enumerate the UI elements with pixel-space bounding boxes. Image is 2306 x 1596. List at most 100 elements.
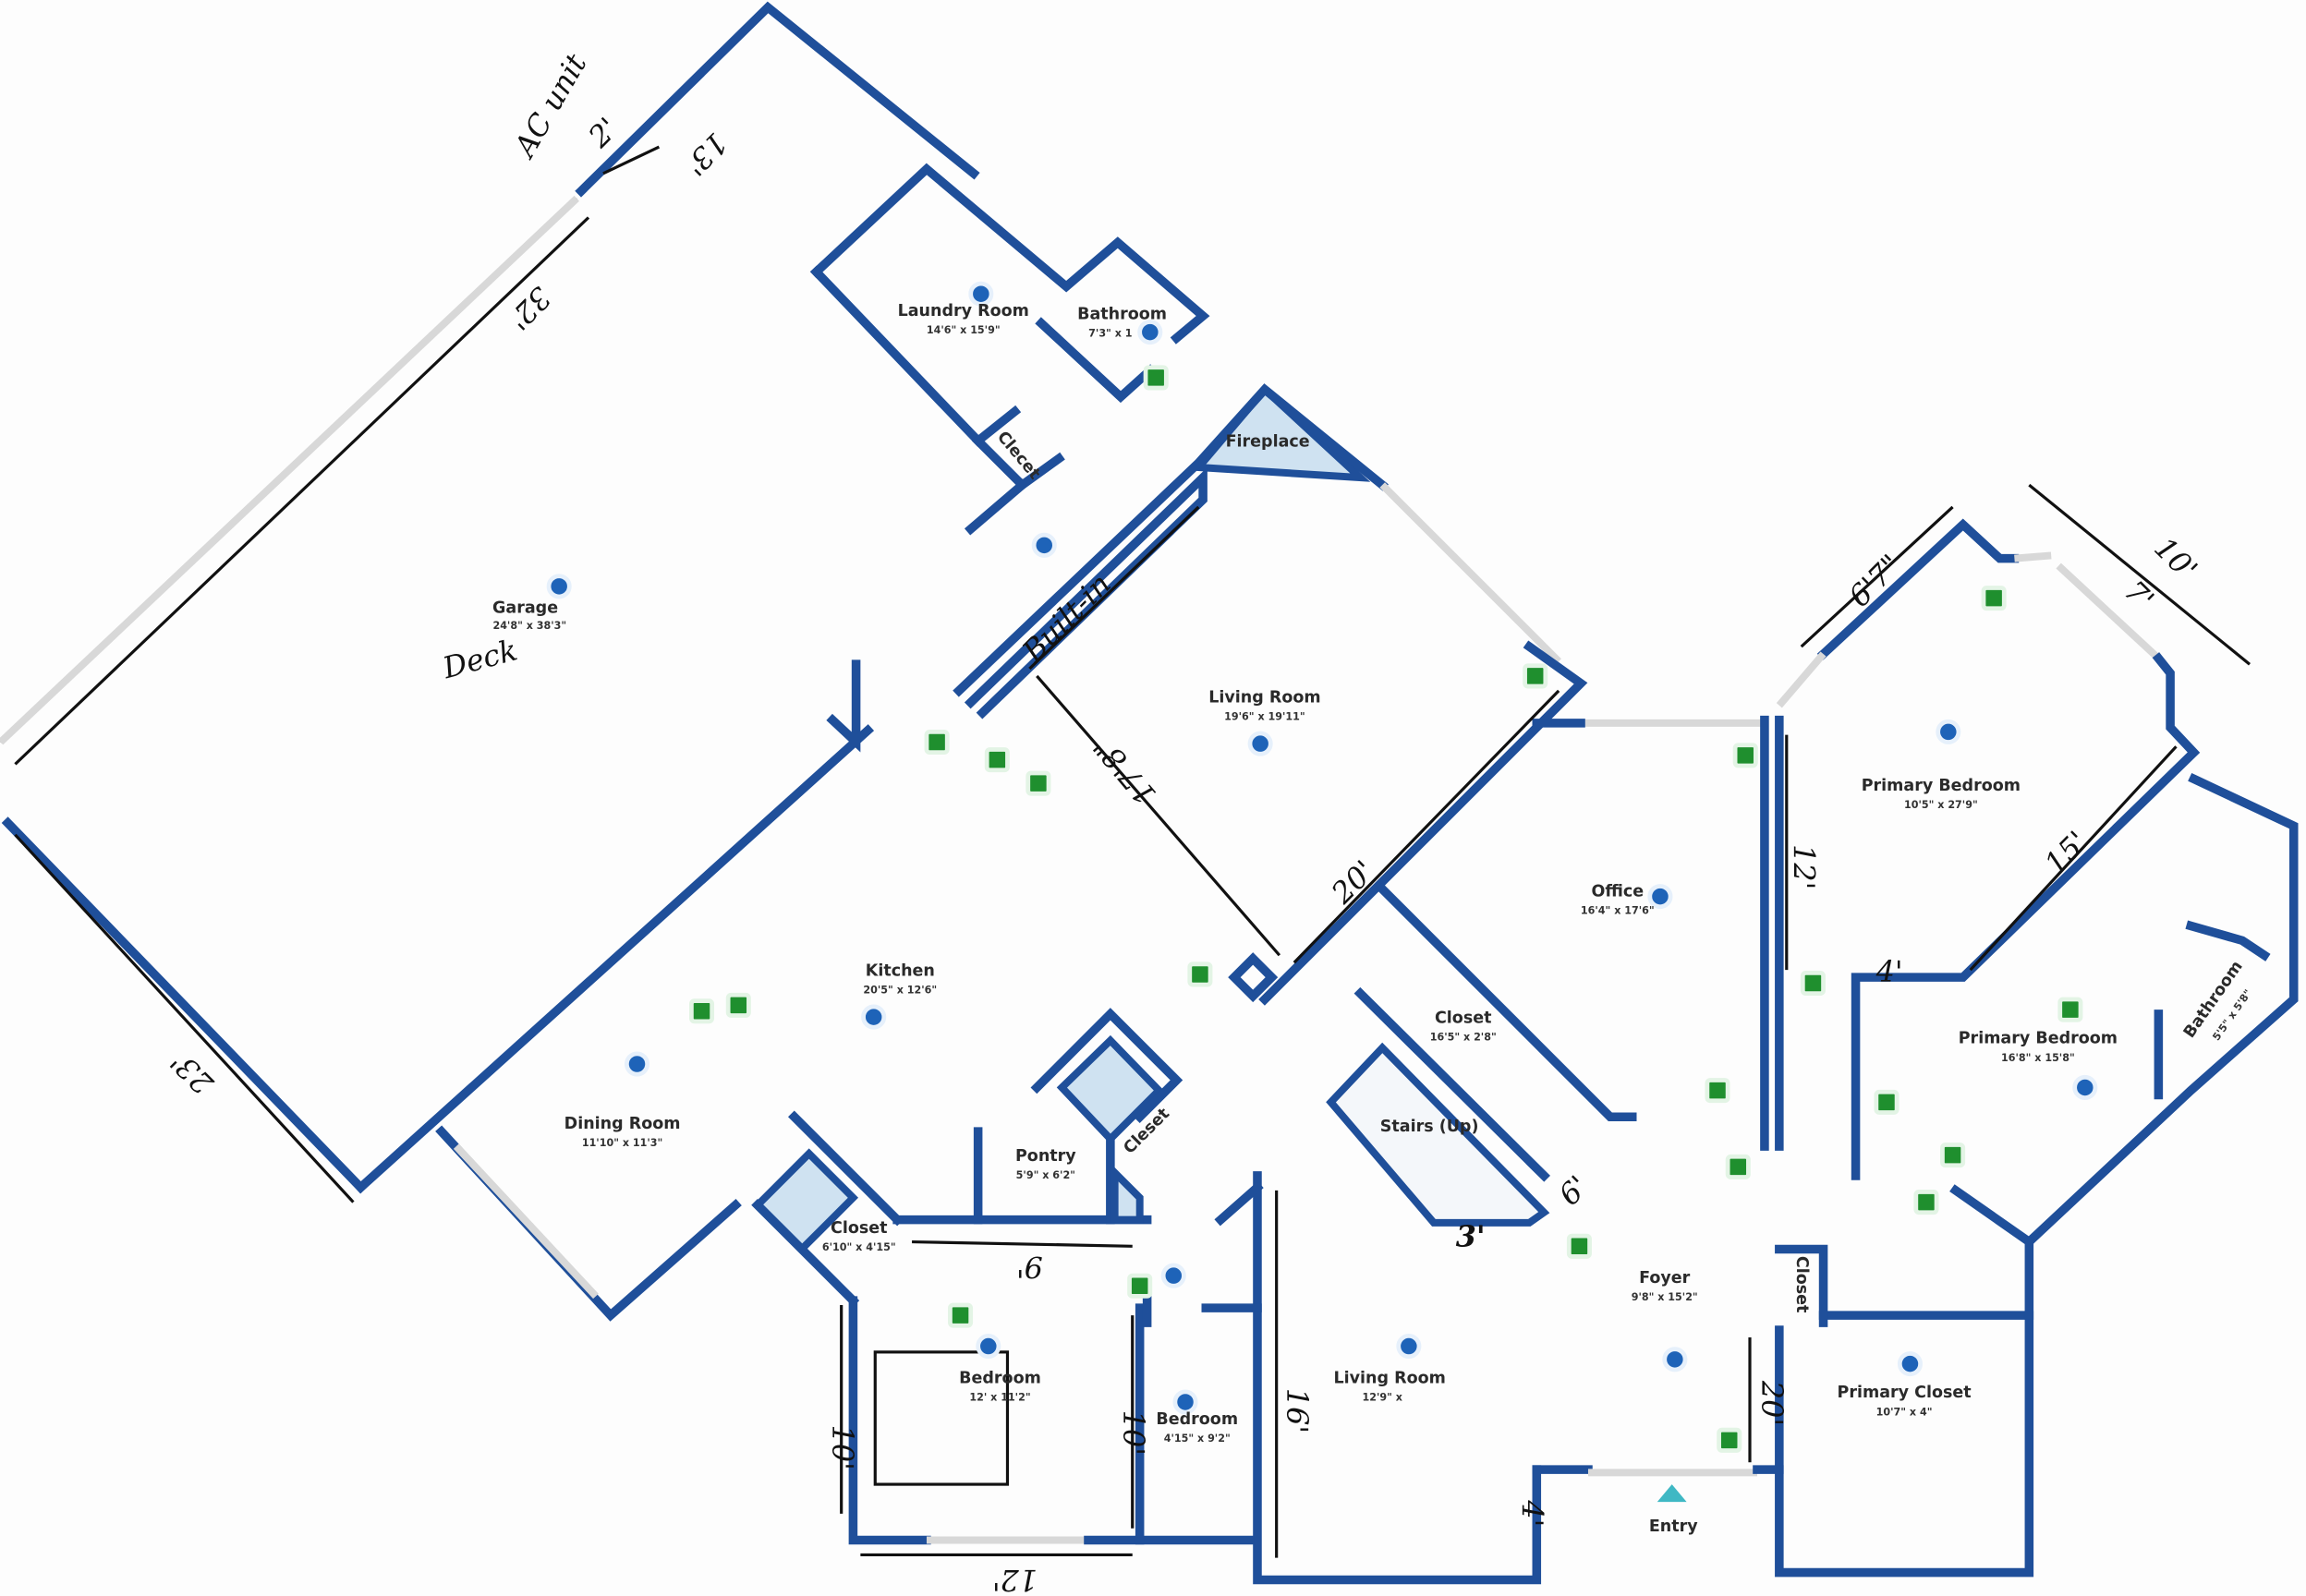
entry-marker-icon[interactable] (1657, 1484, 1687, 1503)
note-stairs-3: 3' (1456, 1218, 1486, 1253)
device-marker[interactable] (725, 992, 751, 1018)
light-marker[interactable] (1160, 1263, 1186, 1288)
device-markers (688, 365, 2083, 1453)
device-marker[interactable] (1127, 1273, 1153, 1299)
room-dims-foyer: 9'8" x 15'2" (1632, 1291, 1698, 1303)
device-marker[interactable] (1874, 1089, 1899, 1115)
light-marker[interactable] (624, 1051, 650, 1077)
room-dims-garage: 24'8" x 38'3" (492, 620, 566, 632)
note-office-12: 12' (1787, 844, 1822, 889)
room-label-bathroom: Bathroom (1077, 305, 1167, 323)
room-label-primary-bedroom-2: Primary Bedroom (1959, 1030, 2118, 1048)
room-label-office: Office (1591, 883, 1644, 901)
room-label-laundry: Laundry Room (898, 302, 1029, 320)
note-hall-9: 9' (1016, 1249, 1043, 1284)
note-living-16: 16' (1280, 1388, 1315, 1433)
room-dims-office: 16'4" x 17'6" (1581, 905, 1655, 917)
room-dims-living-room-2: 12'9" x (1362, 1391, 1402, 1403)
room-label-closet: Closet (831, 1219, 888, 1238)
device-marker[interactable] (1725, 1154, 1751, 1179)
device-marker[interactable] (1026, 770, 1051, 796)
room-dims-bedroom: 12' x 11'2" (969, 1391, 1030, 1403)
room-label-living-room: Living Room (1208, 689, 1320, 707)
room-label-bedroom-2: Bedroom (1156, 1410, 1238, 1429)
light-marker[interactable] (1172, 1389, 1198, 1415)
room-label-dining-room: Dining Room (564, 1115, 681, 1133)
note-bay-7: 7' (2118, 574, 2161, 617)
note-bedroom-10-right: 10' (1116, 1410, 1151, 1456)
device-marker[interactable] (984, 747, 1010, 773)
light-marker[interactable] (1137, 320, 1163, 345)
pen-annotations (14, 145, 2251, 1558)
room-label-stairs: Stairs (Up) (1380, 1118, 1479, 1136)
room-label-foyer: Foyer (1639, 1269, 1691, 1288)
device-marker[interactable] (2057, 997, 2083, 1022)
device-marker[interactable] (1566, 1233, 1592, 1259)
room-label-living-room-2: Living Room (1333, 1369, 1445, 1387)
device-marker[interactable] (1800, 970, 1826, 997)
light-marker[interactable] (1031, 532, 1057, 558)
note-bedroom-10-left: 10' (825, 1425, 860, 1470)
room-dims-primary-bedroom: 10'5" x 27'9" (1904, 799, 1978, 811)
room-dims-dining-room: 11'10" x 11'3" (582, 1137, 663, 1149)
room-label-fireplace: Fireplace (1226, 433, 1310, 452)
room-dims-kitchen: 20'5" x 12'6" (863, 985, 937, 997)
room-dims-stair-closet: 16'5" x 2'8" (1430, 1032, 1497, 1044)
device-marker[interactable] (1717, 1427, 1742, 1453)
room-label-pantry: Pontry (1015, 1147, 1076, 1166)
light-marker[interactable] (546, 574, 572, 599)
room-dims-laundry: 14'6" x 15'9" (927, 324, 1001, 336)
device-marker[interactable] (1143, 365, 1169, 391)
device-marker[interactable] (1732, 743, 1758, 768)
room-label-laundry-closet: Clecet (993, 428, 1044, 483)
room-dims-closet: 6'10" x 4'15" (822, 1241, 896, 1253)
light-marker[interactable] (1897, 1351, 1923, 1377)
light-markers (546, 281, 2098, 1415)
note-living-diagonal: 17'8" (1086, 730, 1163, 812)
device-marker[interactable] (948, 1302, 974, 1328)
note-stairs-6: 6' (1552, 1168, 1596, 1212)
light-marker[interactable] (1396, 1333, 1422, 1360)
room-label-stair-closet: Closet (1435, 1009, 1492, 1027)
light-marker[interactable] (1247, 731, 1273, 756)
device-marker[interactable] (1940, 1143, 1966, 1168)
note-scribble: Deck (438, 632, 520, 685)
light-marker[interactable] (1662, 1347, 1688, 1372)
room-label-kitchen: Kitchen (866, 962, 935, 981)
note-bedroom-12: 12' (992, 1562, 1038, 1596)
room-label-foyer-closet: Closet (1792, 1256, 1811, 1313)
device-marker[interactable] (1523, 663, 1548, 689)
note-bay-10: 10' (2147, 530, 2204, 587)
device-marker[interactable] (924, 730, 950, 756)
note-garage-32: 32' (501, 280, 558, 337)
note-bed-4: 4' (1875, 954, 1903, 989)
light-marker[interactable] (968, 281, 994, 307)
device-marker[interactable] (1705, 1078, 1730, 1104)
room-labels: Laundry Room 14'6" x 15'9" Bathroom 7'3"… (492, 302, 2254, 1536)
light-marker[interactable] (1936, 719, 1961, 744)
light-marker[interactable] (2072, 1074, 2098, 1100)
note-garage-23: 23' (164, 1045, 221, 1102)
note-ac-unit: AC unit (505, 48, 593, 165)
device-marker[interactable] (1913, 1190, 1939, 1215)
room-label-primary-bedroom: Primary Bedroom (1862, 777, 2021, 795)
note-living-20: 20' (1324, 853, 1381, 911)
room-label-garage: Garage (492, 599, 558, 618)
light-marker[interactable] (861, 1004, 887, 1030)
entry-label: Entry (1649, 1517, 1698, 1536)
room-dims-living-room: 19'6" x 19'11" (1224, 711, 1305, 723)
room-dims-primary-closet: 10'7" x 4" (1876, 1406, 1933, 1418)
light-marker[interactable] (976, 1333, 1001, 1360)
light-marker[interactable] (1647, 884, 1673, 910)
note-bed-15: 15' (2037, 824, 2094, 881)
room-dims-primary-bedroom-2: 16'8" x 15'8" (2001, 1052, 2075, 1064)
room-dims-bedroom-2: 4'15" x 9'2" (1164, 1433, 1231, 1445)
device-marker[interactable] (1187, 961, 1213, 987)
note-living-4: 4' (1514, 1499, 1549, 1527)
note-foyer-20: 20' (1754, 1380, 1790, 1426)
device-marker[interactable] (688, 998, 715, 1024)
device-marker[interactable] (1981, 586, 2007, 611)
room-dims-bathroom: 7'3" x 1 (1088, 327, 1132, 339)
